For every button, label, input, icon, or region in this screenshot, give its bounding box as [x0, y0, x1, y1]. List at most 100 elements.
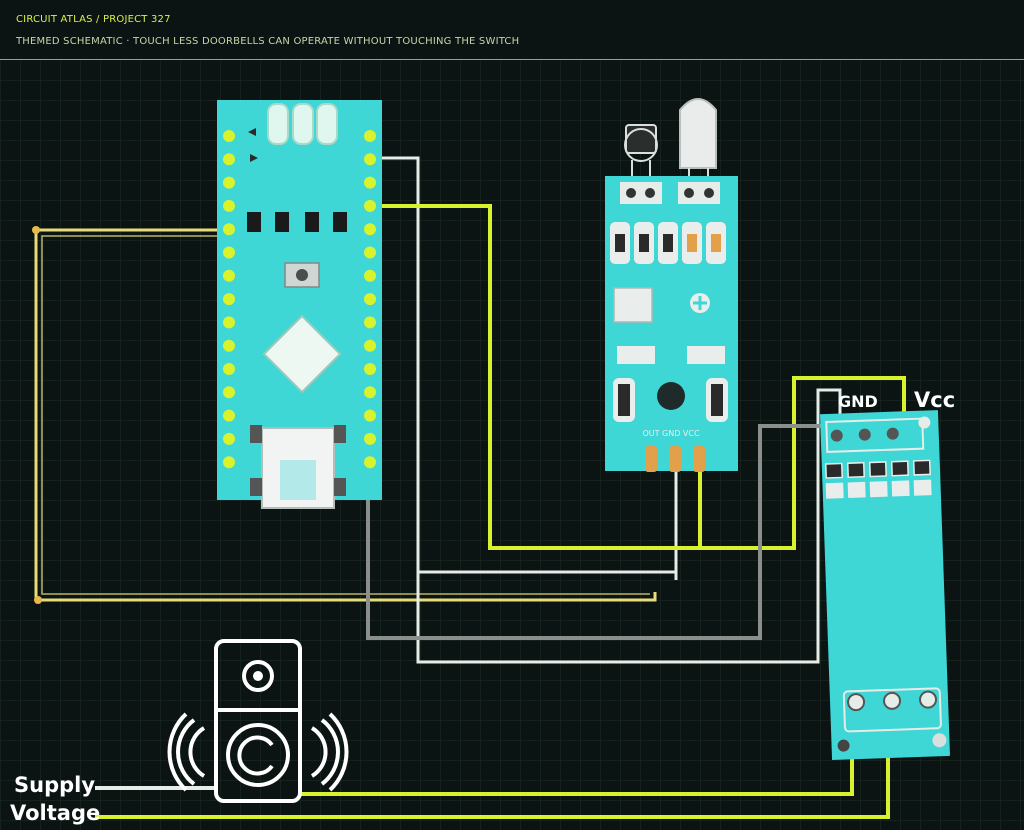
- usb-tab: [334, 478, 346, 496]
- arduino-pin-right[interactable]: [364, 246, 376, 259]
- header-pads: [678, 182, 720, 204]
- usb-tab: [334, 425, 346, 443]
- junction-dot: [34, 596, 42, 604]
- doorbell-speaker: [226, 723, 290, 787]
- arduino-pin-left[interactable]: [223, 223, 235, 236]
- ir-led: [679, 98, 717, 169]
- arduino-pin-left[interactable]: [223, 293, 235, 306]
- arduino-pin-left[interactable]: [223, 176, 235, 189]
- smd-part-body: [615, 234, 625, 252]
- arduino-pin-left[interactable]: [223, 246, 235, 259]
- relay-header: [825, 417, 925, 454]
- arduino-pin-right[interactable]: [364, 409, 376, 422]
- sensor-pcb: [605, 176, 738, 471]
- arduino-nano-board[interactable]: [217, 100, 382, 509]
- arduino-pin-right[interactable]: [364, 456, 376, 469]
- arduino-pin-left[interactable]: [223, 409, 235, 422]
- relay-smd-part: [913, 479, 932, 496]
- arduino-pin-right[interactable]: [364, 293, 376, 306]
- relay-smd-part: [868, 461, 887, 478]
- sensor-pin-out[interactable]: [645, 446, 657, 472]
- relay-smd-part: [824, 462, 843, 479]
- mount-hole: [837, 739, 850, 752]
- sound-wave-left-icon: [188, 726, 206, 778]
- smd-part-body: [639, 234, 649, 252]
- relay-module[interactable]: [819, 410, 951, 760]
- sensor-pin-vcc[interactable]: [693, 446, 705, 472]
- smd-resistor: [687, 346, 725, 364]
- doorbell-body: [214, 639, 302, 803]
- supply-label-line2: Voltage: [10, 801, 100, 825]
- relay-smd-row: [824, 459, 932, 499]
- ir-sensor-module[interactable]: OUT GND VCC: [605, 98, 738, 472]
- screw-terminal: [842, 687, 942, 733]
- relay-smd-part: [825, 482, 844, 499]
- relay-smd-part: [891, 480, 910, 497]
- mount-hole: [932, 733, 947, 748]
- smd-part-body: [687, 234, 697, 252]
- header-pads: [620, 182, 662, 204]
- pad: [626, 188, 636, 198]
- sensor-pin-gnd[interactable]: [669, 446, 681, 472]
- arduino-pin-right[interactable]: [364, 130, 376, 142]
- arduino-pin-right[interactable]: [364, 153, 376, 166]
- wire-yellow-2: [700, 376, 906, 550]
- smd-component: [275, 212, 289, 232]
- arduino-pin-right[interactable]: [364, 269, 376, 282]
- arduino-pin-left[interactable]: [223, 316, 235, 329]
- arduino-pin-right[interactable]: [364, 316, 376, 329]
- arduino-pin-left[interactable]: [223, 363, 235, 375]
- mount-hole: [918, 416, 931, 429]
- mount-hole: [657, 382, 685, 410]
- smd-component: [305, 212, 319, 232]
- arduino-pin-left[interactable]: [223, 153, 235, 166]
- comparator-ic: [613, 287, 653, 323]
- breadcrumb: CIRCUIT ATLAS / PROJECT 327: [16, 14, 171, 25]
- terminal-screw[interactable]: [883, 691, 902, 710]
- arduino-pin-left[interactable]: [223, 339, 235, 352]
- left-pin-row: [223, 130, 235, 469]
- arduino-pin-left[interactable]: [223, 432, 235, 445]
- doorbell-button: [242, 660, 274, 692]
- smd-resistor: [617, 346, 655, 364]
- wire-white-2: [416, 388, 842, 664]
- pad: [645, 188, 655, 198]
- wire-yellow-1: [370, 204, 702, 550]
- header: CIRCUIT ATLAS / PROJECT 327 THEMED SCHEM…: [0, 0, 1024, 60]
- header-socket: [316, 103, 338, 145]
- arduino-pin-right[interactable]: [364, 386, 376, 399]
- terminal-screw[interactable]: [919, 690, 938, 709]
- arduino-pin-right[interactable]: [364, 363, 376, 375]
- usb-connector[interactable]: [261, 427, 335, 509]
- sound-wave-left-icon: [176, 718, 196, 786]
- doorbell-speaker-icon[interactable]: [167, 639, 349, 803]
- arduino-pin-right[interactable]: [364, 176, 376, 189]
- pad: [886, 427, 899, 440]
- doorbell-button-dot: [253, 671, 263, 681]
- arduino-pin-left[interactable]: [223, 269, 235, 282]
- pad: [830, 429, 843, 442]
- pad: [858, 428, 871, 441]
- arduino-pin-right[interactable]: [364, 339, 376, 352]
- arduino-pin-left[interactable]: [223, 456, 235, 469]
- arduino-pin-left[interactable]: [223, 199, 235, 212]
- relay-smd-part: [847, 481, 866, 499]
- indicator-arrow-icon: [250, 154, 258, 162]
- usb-tab: [250, 425, 262, 443]
- arduino-pin-right[interactable]: [364, 223, 376, 236]
- terminal-screw[interactable]: [847, 693, 866, 712]
- capacitor-body: [618, 384, 630, 416]
- relay-gnd-label: GND: [838, 392, 878, 411]
- capacitor-body: [711, 384, 723, 416]
- usb-port-opening: [280, 460, 316, 500]
- arduino-pin-right[interactable]: [364, 199, 376, 212]
- relay-smd-part: [912, 459, 931, 476]
- relay-vcc-label: Vcc: [914, 388, 955, 412]
- arduino-pin-left[interactable]: [223, 386, 235, 399]
- arduino-pin-left[interactable]: [223, 130, 235, 142]
- doorbell-speaker-ring: [237, 735, 274, 776]
- arduino-pin-right[interactable]: [364, 432, 376, 445]
- microcontroller-chip: [262, 314, 342, 394]
- potentiometer-slot: [693, 296, 707, 310]
